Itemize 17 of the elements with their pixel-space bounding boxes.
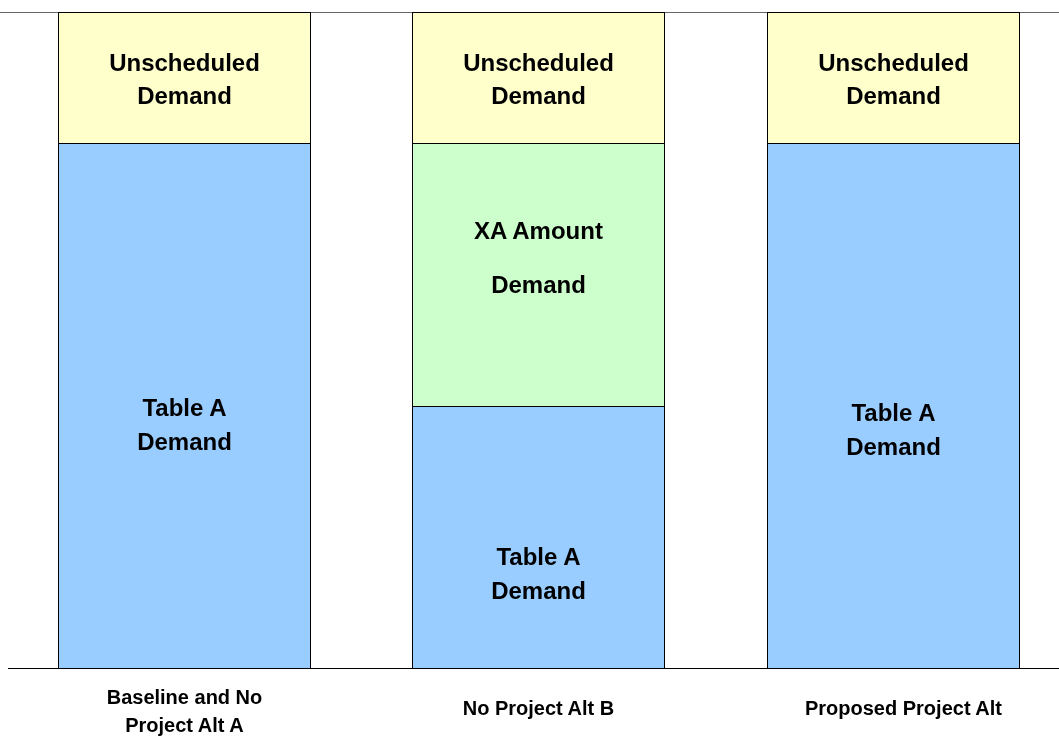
segment-label: Unscheduled Demand (817, 48, 970, 111)
unscheduled-demand-segment (767, 12, 1020, 144)
segment-label: XA Amount Demand (473, 216, 604, 300)
segment-label: Table A Demand (490, 542, 587, 606)
segment-label: Unscheduled Demand (108, 48, 261, 111)
segment-label: Table A Demand (845, 398, 942, 462)
table-a-demand-segment (767, 143, 1020, 669)
xa-amount-demand-segment (412, 143, 665, 407)
column-label: No Project Alt B (461, 696, 616, 721)
column-label: Proposed Project Alt (803, 696, 1004, 721)
table-a-demand-segment (58, 143, 311, 669)
unscheduled-demand-segment (58, 12, 311, 144)
table-a-demand-segment (412, 406, 665, 669)
unscheduled-demand-segment (412, 12, 665, 144)
segment-label: Unscheduled Demand (462, 48, 615, 111)
column-label: Baseline and No Project Alt A (105, 685, 264, 738)
segment-label: Table A Demand (136, 393, 233, 457)
